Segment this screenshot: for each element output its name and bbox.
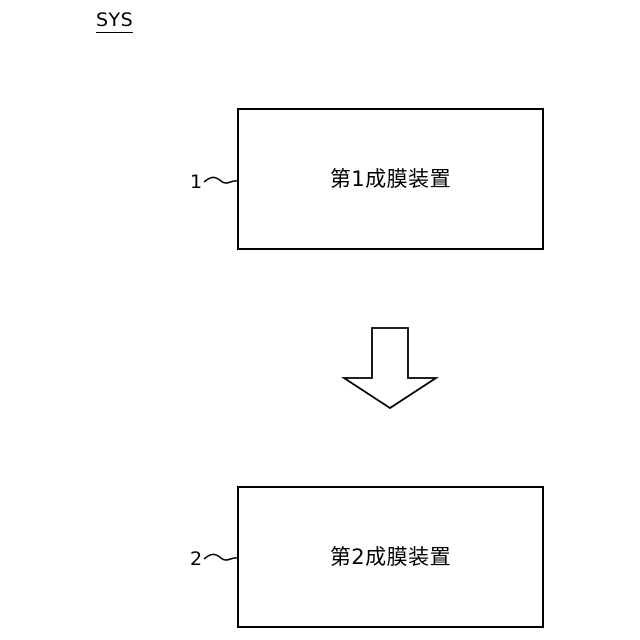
first-film-forming-apparatus-label: 第1成膜装置 — [330, 165, 451, 193]
system-label: SYS — [96, 8, 133, 33]
down-arrow-icon — [340, 326, 440, 410]
leader-line-1 — [201, 172, 241, 192]
first-film-forming-apparatus-box: 第1成膜装置 — [237, 108, 544, 250]
leader-line-2 — [201, 549, 241, 569]
second-film-forming-apparatus-label: 第2成膜装置 — [330, 543, 451, 571]
second-film-forming-apparatus-box: 第2成膜装置 — [237, 486, 544, 628]
